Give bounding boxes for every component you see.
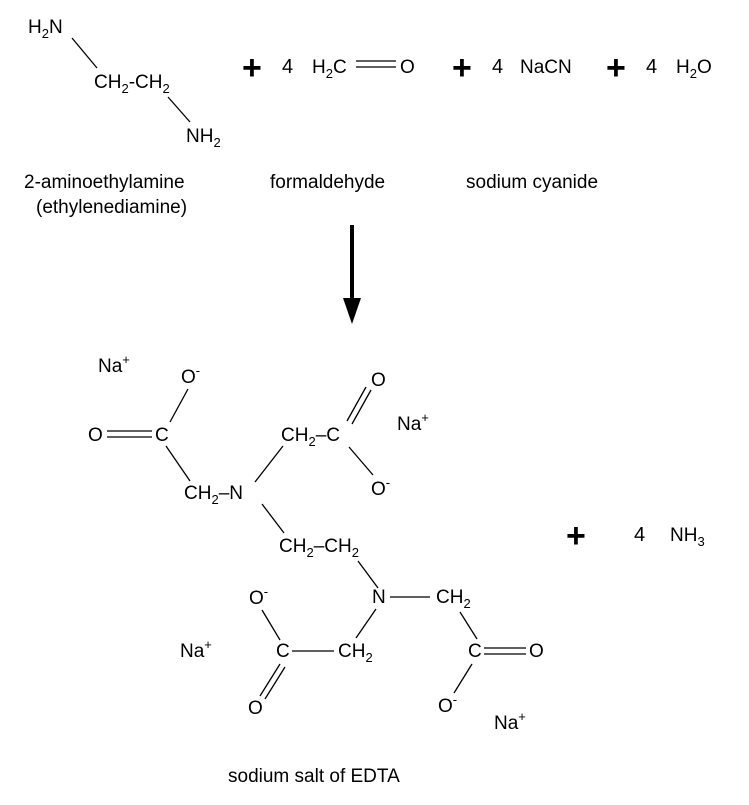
carboxyl-carbon-1: C (155, 425, 169, 446)
amine-bottom-label: NH2 (186, 126, 221, 150)
bond-ch2-n (167, 96, 191, 123)
plus-sign-3: + (606, 49, 626, 87)
ethylenediamine-alt-name: (ethylenediamine) (36, 197, 187, 218)
nacn-formula: NaCN (520, 57, 572, 78)
reaction-arrow (343, 225, 361, 324)
methylene-2: CH2–C (281, 425, 340, 449)
sodium-ion-1: Na+ (98, 352, 130, 377)
ammonia-coefficient: 4 (634, 524, 645, 546)
product-name: sodium salt of EDTA (228, 766, 400, 787)
amine-top-label: H2N (28, 17, 63, 41)
nacn-coefficient: 4 (492, 56, 503, 78)
carbonyl-oxygen-2: O (371, 370, 386, 391)
water-formula: H2O (676, 57, 712, 81)
ethylene-bridge: CH2–CH2 (279, 536, 359, 560)
sodium-ion-2: Na+ (397, 410, 429, 435)
chain-label: CH2-CH2 (94, 72, 170, 96)
sodium-ion-3: Na+ (180, 637, 212, 662)
carboxylate-oxygen-1: O- (181, 363, 200, 388)
formaldehyde-name: formaldehyde (270, 172, 385, 193)
bond-n-ch2 (71, 37, 98, 69)
sodium-ion-4: Na+ (494, 709, 526, 734)
formaldehyde-formula: H2C O (312, 57, 415, 81)
carboxylate-oxygen-3: O- (249, 584, 268, 609)
carbonyl-oxygen-1: O (88, 425, 103, 446)
svg-text:H2C: H2C (312, 57, 347, 81)
ethylenediamine-name: 2-aminoethylamine (24, 172, 185, 193)
carbonyl-oxygen-3: O (248, 698, 263, 719)
carboxylate-oxygen-4: O- (438, 692, 457, 717)
ammonia-formula: NH3 (670, 525, 705, 549)
methylene-3: CH2 (338, 641, 373, 665)
edta-structure: Na+ Na+ Na+ Na+ O- O C CH2–N CH2–C O O- … (88, 352, 544, 734)
plus-sign-4: + (566, 517, 586, 555)
methylene-1: CH2–N (184, 483, 243, 507)
nitrogen-2: N (372, 587, 386, 608)
ethylenediamine-structure: H2N CH2-CH2 NH2 (28, 17, 221, 150)
plus-sign-1: + (242, 49, 262, 87)
methylene-4: CH2 (436, 587, 471, 611)
plus-sign-2: + (452, 49, 472, 87)
carbonyl-oxygen-4: O (529, 641, 544, 662)
svg-text:O: O (400, 57, 415, 78)
carboxyl-carbon-4: C (468, 641, 482, 662)
water-coefficient: 4 (646, 56, 657, 78)
formaldehyde-coefficient: 4 (282, 56, 293, 78)
carboxylate-oxygen-2: O- (371, 475, 390, 500)
carboxyl-carbon-3: C (276, 641, 290, 662)
sodium-cyanide-name: sodium cyanide (466, 172, 598, 193)
